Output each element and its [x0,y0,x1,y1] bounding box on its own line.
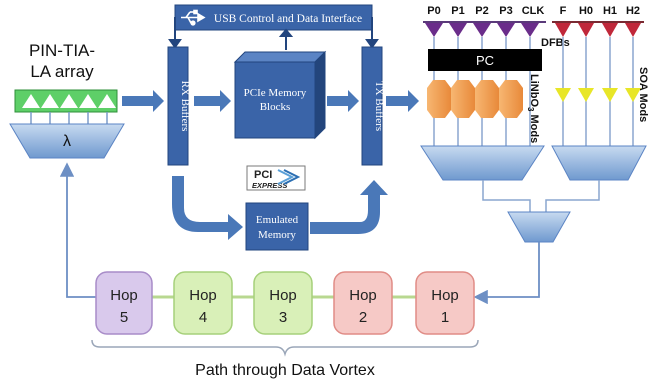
hop-number: 3 [279,309,287,326]
pcie-mem-line2: Blocks [260,101,291,113]
hop-title: Hop [269,287,297,304]
pcie-to-tx-arrow [327,90,359,112]
final-combiner [507,211,571,243]
linbo3-modulators [427,80,531,146]
dfb-channel-label: CLK [522,5,545,17]
linbo-suffix: Mods [528,111,540,143]
soa-label: SOA Mods [637,67,649,122]
usb-label: USB Control and Data Interface [214,13,362,25]
dfb-mux [420,145,545,181]
pci-express-logo: PCI EXPRESS [246,165,306,191]
hop-2: Hop 2 [333,271,393,335]
soa-mux [551,145,647,181]
dfbs-label: DFBs [541,37,570,49]
soa-channel-labels: F H0 H1 H2 [560,5,640,17]
polarization-controller: PC [428,49,542,71]
dfb-channel-label: P3 [499,5,512,17]
pin-tia-la-array [14,89,118,124]
path-label: Path through Data Vortex [195,362,375,379]
linbo-sub: 3 [526,107,535,112]
array-to-rx-arrow [122,90,164,112]
flow-arrows [122,90,419,240]
emulated-memory-block: Emulated Memory [245,202,309,251]
emulated-line2: Memory [258,229,296,241]
usb-icon [181,9,206,26]
rx-to-pcie-arrow [194,90,231,112]
soa-channel-label: F [560,5,567,17]
demux-lambda: λ [9,123,125,159]
pci-logo-line2: EXPRESS [252,181,287,190]
soa-channel-label: H0 [579,5,593,17]
lambda-label: λ [63,133,71,150]
hop-title: Hop [110,287,138,304]
linbo3-label: LiNbO3 Mods [526,74,540,143]
combine-lines [482,180,600,212]
tx-to-mods-arrow [386,90,419,112]
rx-to-emulated-arrow [172,176,243,240]
hop-title: Hop [349,287,377,304]
soa-modulators [555,88,641,102]
hop-5: Hop 5 [95,271,153,335]
hop-number: 2 [359,309,367,326]
dfb-channel-label: P1 [451,5,464,17]
hop-4: Hop 4 [173,271,233,335]
pc-label: PC [476,53,494,68]
rx-buffers-block: RX Buffers [167,46,191,166]
hop-title: Hop [431,287,459,304]
emulated-line1: Emulated [256,214,299,226]
hop-title: Hop [189,287,217,304]
array-label-line2: LA array [30,62,94,81]
emulated-to-tx-arrow [310,180,388,234]
tx-buffers-block: TX Buffers [361,46,385,166]
soa-channel-label: H1 [603,5,617,17]
path-bracket [91,339,479,357]
dfb-channel-labels: P0 P1 P2 P3 CLK [427,5,544,17]
svg-text:LiNbO3 Mods: LiNbO3 Mods [526,74,540,143]
hop-1: Hop 1 [415,271,475,335]
tx-label: TX Buffers [373,81,385,131]
linbo-label: LiNbO [528,74,540,107]
pcie-memory-blocks: PCIe Memory Blocks [233,50,327,140]
pcie-mem-line1: PCIe Memory [244,87,307,99]
dfb-channel-label: P2 [475,5,488,17]
hop-number: 1 [441,309,449,326]
pci-logo-line1: PCI [254,169,272,181]
hop-number: 5 [120,309,128,326]
array-label-line1: PIN-TIA- [29,41,95,60]
loop-lines [59,162,540,305]
soa-channel-label: H2 [626,5,640,17]
usb-connectors [168,17,379,50]
hop-3: Hop 3 [253,271,313,335]
rx-label: RX Buffers [179,81,191,132]
usb-interface-bar: USB Control and Data Interface [174,4,373,31]
dfb-channel-label: P0 [427,5,440,17]
hop-number: 4 [199,309,207,326]
